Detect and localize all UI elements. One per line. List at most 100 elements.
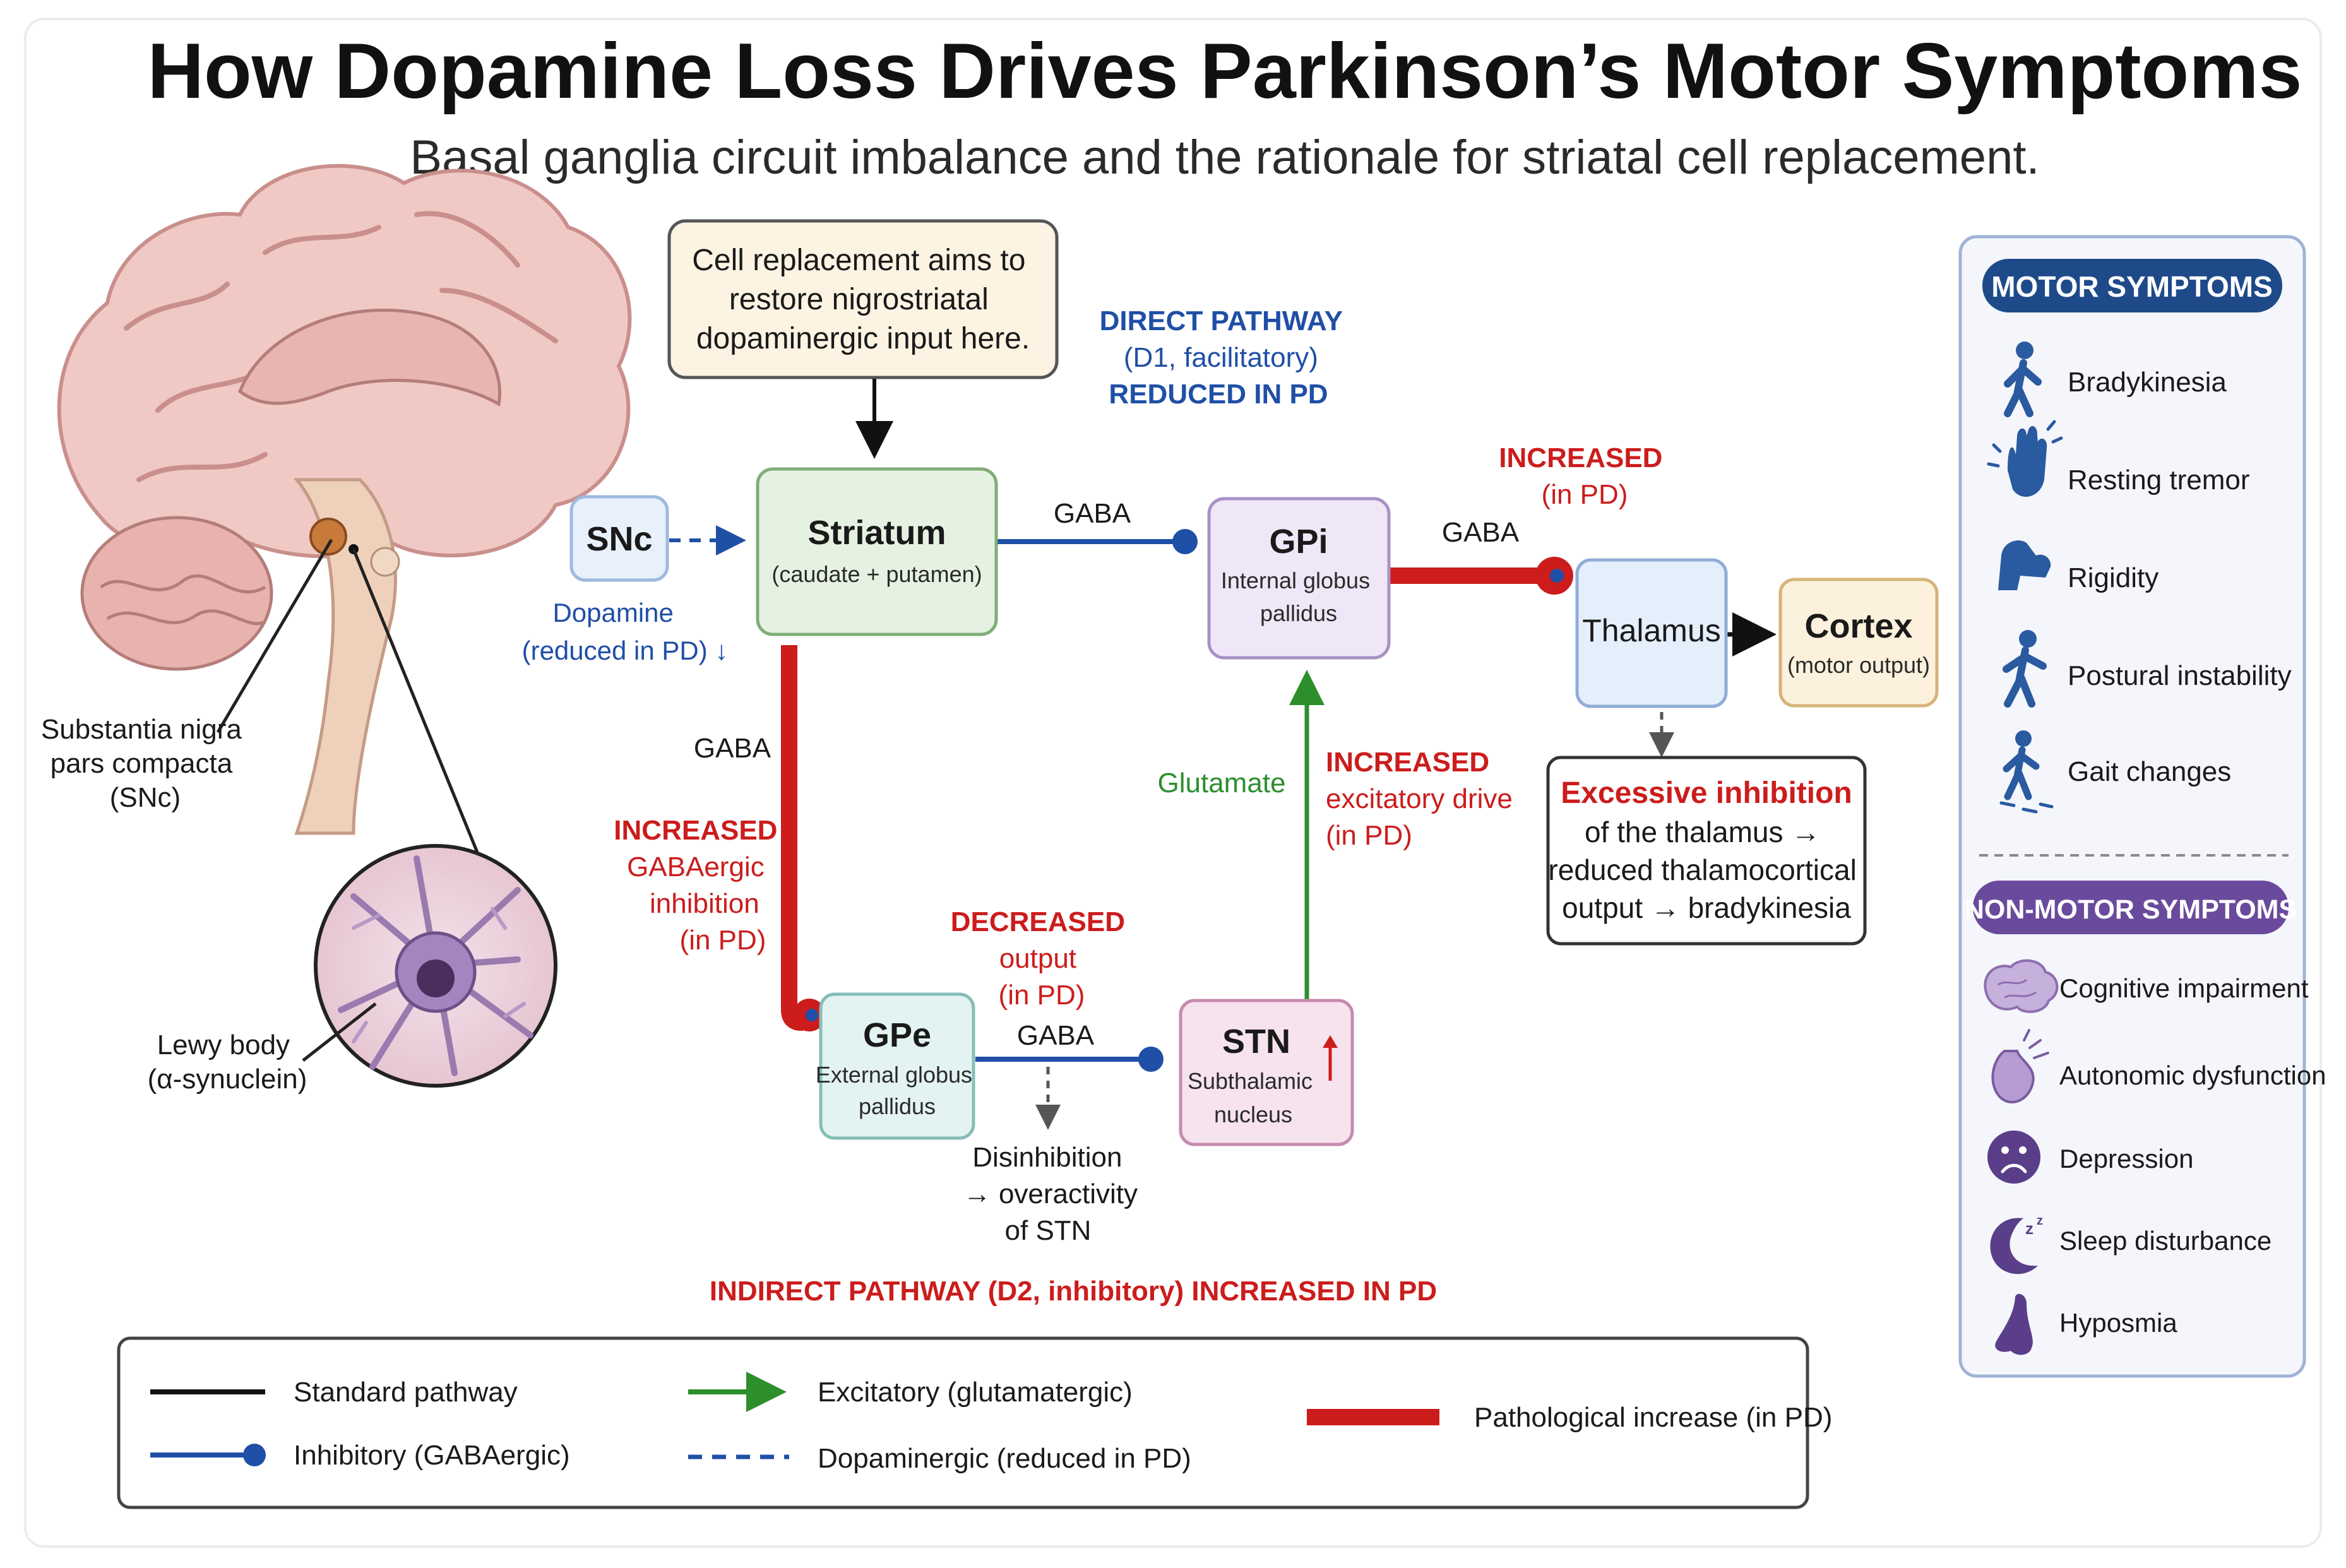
motor-item-postural-instability: Postural instability (2003, 630, 2292, 708)
node-snc: SNc (569, 495, 669, 582)
decreased-output-label: DECREASED output (in PD) (951, 906, 1133, 1011)
gpi-to-thalamus-terminal-core (1550, 569, 1564, 583)
node-thalamus: Thalamus (1575, 558, 1728, 708)
svg-text:Cortex: Cortex (1804, 607, 1912, 645)
stomach-icon (1991, 1029, 2049, 1103)
moon-zzz-icon: z z (1990, 1214, 2043, 1274)
svg-text:Sleep disturbance: Sleep disturbance (2059, 1226, 2272, 1256)
svg-text:Cognitive impairment: Cognitive impairment (2059, 973, 2309, 1003)
svg-text:Dopaminergic (reduced in PD): Dopaminergic (reduced in PD) (818, 1443, 1191, 1474)
excess-inhibition-note: Excessive inhibition of the thalamus → r… (1546, 756, 1867, 946)
svg-text:Cell replacement aims to: Cell replacement aims to restore nigrost… (692, 244, 1034, 355)
flexed-arm-icon (1998, 540, 2051, 590)
svg-text:External globus pallidus: External globus pallidus (816, 1062, 979, 1119)
node-stn: STN Subthalamic nucleus (1179, 999, 1354, 1146)
svg-text:Bradykinesia: Bradykinesia (2068, 367, 2227, 398)
legend-pathological: Pathological increase (in PD) (1307, 1402, 1832, 1433)
snc-anatomy-label: Substantia nigra pars compacta (SNc) (41, 714, 249, 813)
nonmotor-symptoms-heading: NON-MOTOR SYMPTOMS (1965, 894, 2297, 925)
svg-text:GPi: GPi (1269, 523, 1328, 561)
svg-text:(motor output): (motor output) (1787, 652, 1930, 678)
lewy-body-pointer (302, 1002, 377, 1062)
svg-text:Depression: Depression (2059, 1144, 2193, 1173)
striatum-to-gpi-terminal (1172, 529, 1198, 554)
nonmotor-item-sleep: z z Sleep disturbance (1990, 1214, 2272, 1274)
lewy-leader-line (352, 549, 482, 859)
snc-leader-line (216, 538, 333, 734)
gaba-striatum-gpe-label: GABA (694, 733, 771, 764)
motor-item-rigidity: Rigidity (1998, 540, 2158, 593)
svg-text:Internal globus pallidus: Internal globus pallidus (1221, 567, 1376, 626)
glutamate-label: Glutamate (1158, 768, 1286, 799)
brain-icon (1984, 959, 2059, 1013)
indirect-pathway-label: INDIRECT PATHWAY (D2, inhibitory) INCREA… (710, 1276, 1437, 1307)
svg-text:Thalamus: Thalamus (1582, 613, 1721, 648)
motor-item-bradykinesia: Bradykinesia (2004, 342, 2227, 417)
cell-replacement-callout: Cell replacement aims to restore nigrost… (667, 219, 1059, 379)
tremor-hand-icon (1987, 420, 2063, 497)
svg-text:of the thalamus → reduce: of the thalamus → reduced thalamocortica… (1548, 816, 1864, 924)
increased-excitatory-label: INCREASED excitatory drive (in PD) (1326, 747, 1520, 851)
svg-text:Gait changes: Gait changes (2068, 756, 2231, 787)
motor-item-gait-changes: Gait changes (1999, 730, 2231, 814)
disinhibition-label: Disinhibition → overactivity of STN (963, 1142, 1146, 1246)
svg-text:(caudate + putamen): (caudate + putamen) (771, 561, 982, 587)
increased-gpi-output-label: INCREASED (in PD) (1499, 442, 1670, 510)
node-gpe: GPe External globus pallidus (816, 992, 979, 1140)
page-title: How Dopamine Loss Drives Parkinson’s Mot… (147, 28, 2302, 115)
legend-dopaminergic: Dopaminergic (reduced in PD) (688, 1443, 1191, 1474)
svg-text:z: z (2037, 1214, 2043, 1228)
symptoms-panel: MOTOR SYMPTOMS Bradykinesia Resting trem… (1958, 235, 2326, 1378)
gpe-to-stn-terminal (1138, 1047, 1164, 1072)
dopamine-label: Dopamine (reduced in PD) ↓ (522, 598, 729, 665)
motor-symptoms-pill (1982, 259, 2282, 312)
nonmotor-item-autonomic: Autonomic dysfunction (1991, 1029, 2326, 1103)
svg-text:Pathological increase (in PD): Pathological increase (in PD) (1474, 1402, 1832, 1433)
svg-text:Rigidity: Rigidity (2068, 562, 2158, 593)
increased-gabaergic-label: INCREASED GABAergic inhibition (in PD) (614, 815, 785, 956)
legend: Standard pathway Inhibitory (GABAergic) … (117, 1336, 1832, 1509)
nose-icon (1995, 1293, 2033, 1355)
node-cortex: Cortex (motor output) (1778, 578, 1939, 708)
unsteady-person-icon (2003, 630, 2047, 708)
svg-text:Excessive inhibition: Excessive inhibition (1561, 776, 1852, 810)
gaba-striatum-gpi-label: GABA (1054, 498, 1131, 529)
svg-text:Subthalamic nucleus: Subthalamic nucleus (1188, 1068, 1319, 1127)
node-striatum: Striatum (caudate + putamen) (756, 467, 998, 636)
svg-text:Hyposmia: Hyposmia (2059, 1308, 2177, 1338)
nonmotor-symptoms-pill (1973, 881, 2289, 934)
nonmotor-item-cognitive: Cognitive impairment (1984, 959, 2309, 1013)
motor-symptoms-heading: MOTOR SYMPTOMS (1991, 270, 2273, 303)
svg-text:Inhibitory (GABAergic): Inhibitory (GABAergic) (294, 1440, 570, 1471)
node-gpi: GPi Internal globus pallidus (1207, 497, 1391, 660)
walking-person-icon (2004, 342, 2042, 417)
striatum-to-gpe-terminal-core (806, 1009, 818, 1021)
svg-text:z: z (2025, 1219, 2033, 1238)
legend-excitatory: Excitatory (glutamatergic) (688, 1372, 1133, 1412)
motor-item-resting-tremor: Resting tremor (1987, 420, 2250, 497)
sad-face-icon (1987, 1131, 2040, 1184)
shuffling-person-icon (1999, 730, 2054, 814)
svg-text:GPe: GPe (863, 1016, 931, 1054)
svg-text:Excitatory (glutamatergic): Excitatory (glutamatergic) (818, 1377, 1133, 1408)
svg-text:Resting tremor: Resting tremor (2068, 465, 2250, 496)
svg-text:Postural instability: Postural instability (2068, 660, 2292, 691)
gaba-gpi-thalamus-label: GABA (1442, 517, 1520, 548)
lewy-body-neuron-icon (314, 844, 557, 1088)
page-subtitle: Basal ganglia circuit imbalance and the … (410, 131, 2039, 184)
direct-pathway-label: DIRECT PATHWAY (D1, facilitatory) REDUCE… (1100, 306, 1350, 410)
legend-standard: Standard pathway (150, 1377, 518, 1408)
gaba-gpe-stn-label: GABA (1017, 1020, 1095, 1051)
nonmotor-item-hyposmia: Hyposmia (1995, 1293, 2177, 1355)
svg-text:SNc: SNc (586, 520, 652, 558)
brain-sagittal-illustration-icon (57, 163, 632, 835)
svg-text:STN: STN (1222, 1023, 1290, 1060)
nonmotor-item-depression: Depression (1987, 1131, 2193, 1184)
svg-text:Autonomic dysfunction: Autonomic dysfunction (2059, 1060, 2326, 1090)
svg-text:Standard pathway: Standard pathway (294, 1377, 518, 1408)
svg-text:Striatum: Striatum (807, 514, 946, 552)
lewy-body-label: Lewy body (α-synuclein) (148, 1030, 307, 1095)
legend-inhibitory: Inhibitory (GABAergic) (150, 1440, 570, 1471)
